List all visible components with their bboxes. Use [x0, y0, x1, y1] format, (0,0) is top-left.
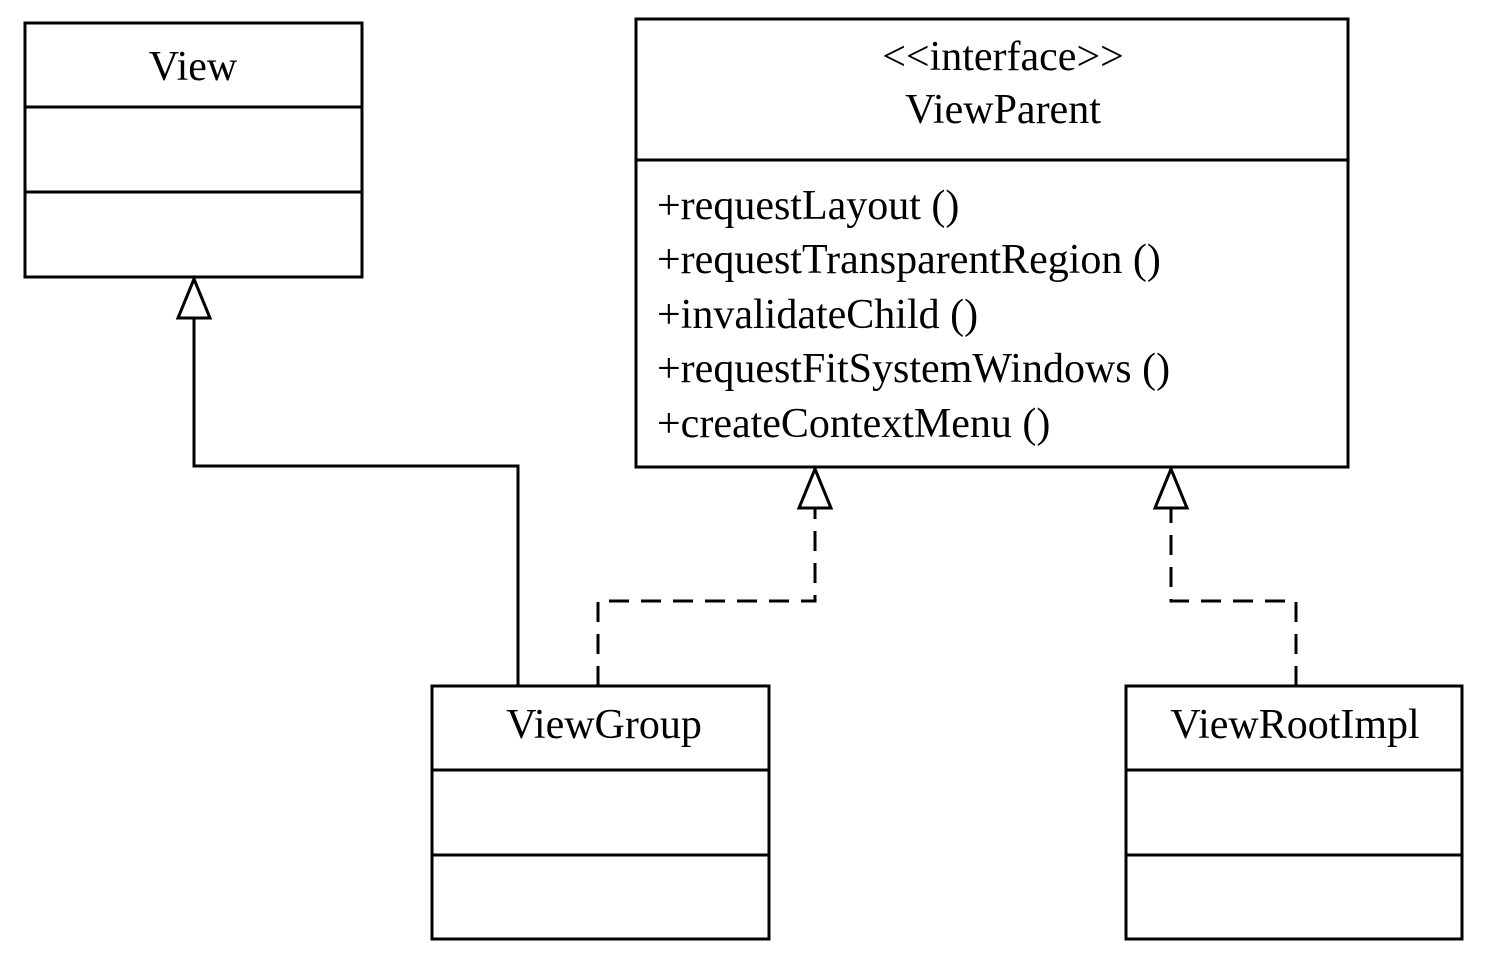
class-view-group-name: ViewGroup [506, 702, 702, 748]
method-request-transparent-region: +requestTransparentRegion () [657, 237, 1161, 283]
edge-viewgroup-implements-viewparent [596, 465, 834, 686]
class-view-root-impl-box [1124, 684, 1464, 941]
generalization-arrowhead [175, 275, 213, 320]
method-request-layout: +requestLayout () [657, 183, 959, 229]
method-request-fit-system-windows: +requestFitSystemWindows () [657, 346, 1170, 392]
class-view-root-impl[interactable]: ViewRootImpl [1124, 684, 1464, 941]
class-view-parent-box [634, 17, 1350, 469]
class-view-box [23, 21, 364, 279]
method-create-context-menu: +createContextMenu () [657, 401, 1050, 447]
realization-arrowhead [796, 465, 834, 510]
generalization-line [192, 318, 520, 686]
class-view-group[interactable]: ViewGroup [430, 684, 771, 941]
class-view-parent-stereotype: <<interface>> [882, 34, 1124, 80]
class-view-parent[interactable]: <<interface>> ViewParent +requestLayout … [634, 17, 1350, 469]
edge-viewrootimpl-implements-viewparent [1152, 465, 1298, 686]
class-view[interactable]: View [23, 21, 364, 279]
class-view-name: View [149, 44, 238, 90]
class-view-parent-name: ViewParent [905, 87, 1101, 133]
realization-line [1169, 508, 1298, 686]
method-invalidate-child: +invalidateChild () [657, 292, 978, 338]
realization-line [596, 508, 817, 686]
edge-viewgroup-extends-view [175, 275, 520, 686]
class-view-root-impl-name: ViewRootImpl [1170, 702, 1419, 748]
realization-arrowhead [1152, 465, 1190, 510]
class-view-group-box [430, 684, 771, 941]
